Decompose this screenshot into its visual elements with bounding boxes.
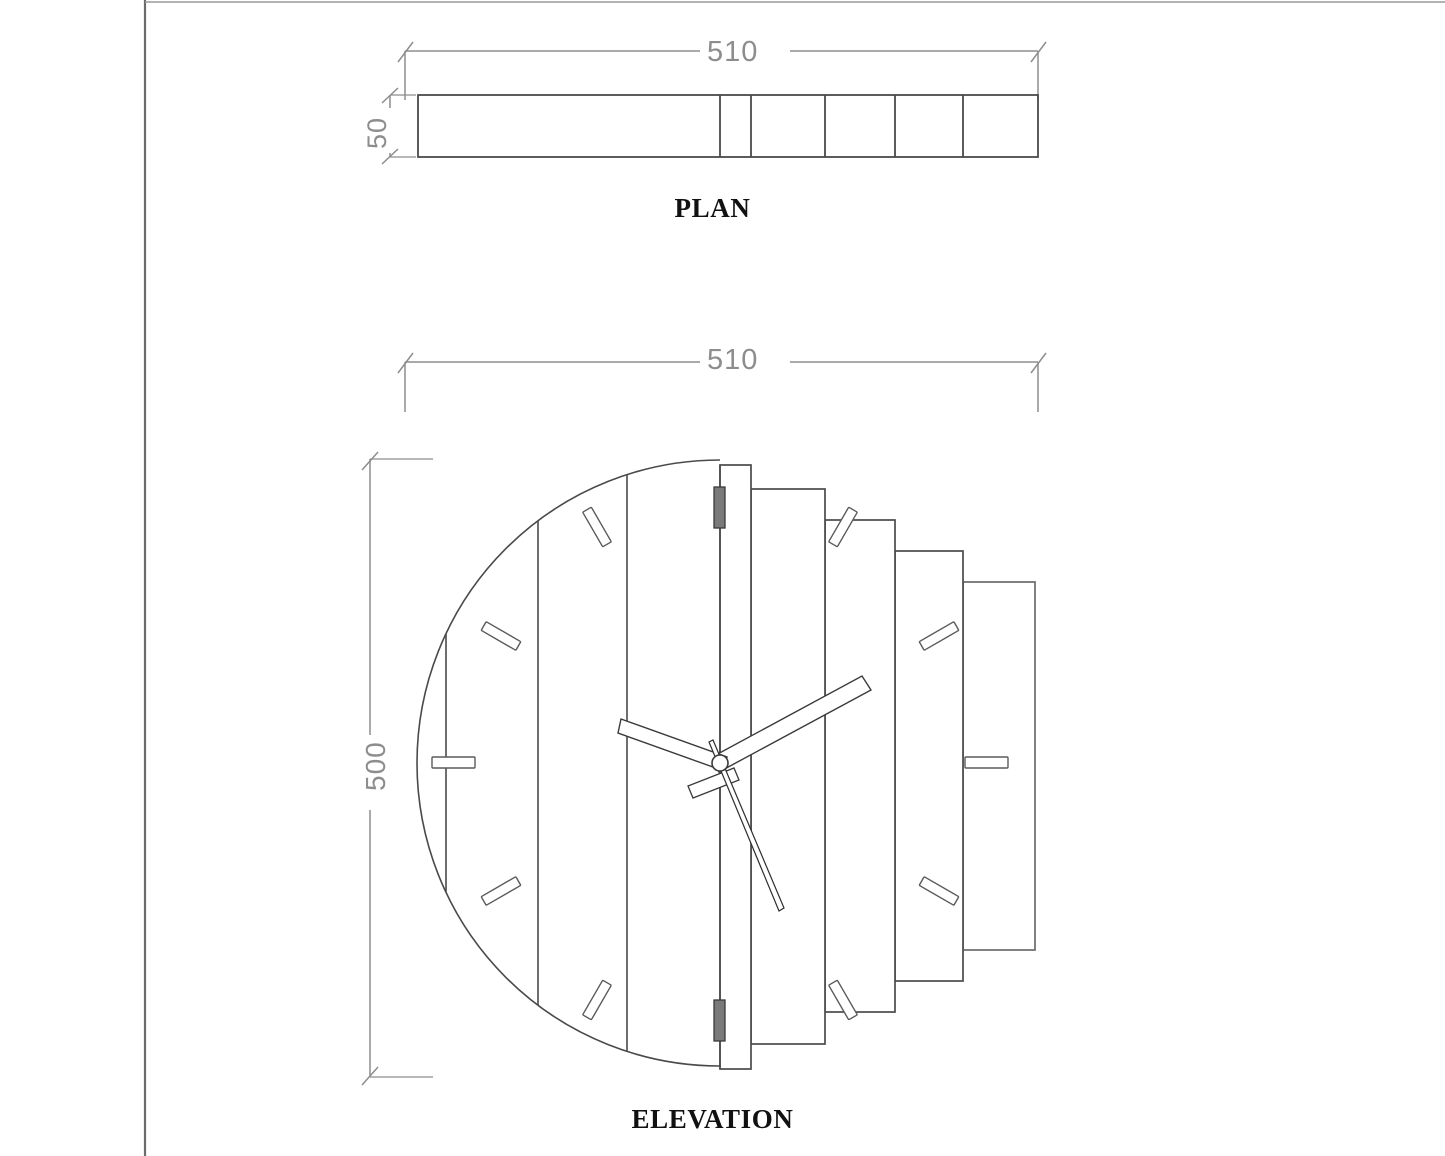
hour-marker-9 (431, 756, 476, 769)
plan-depth-dimension (381, 87, 416, 165)
plan-width-dimension (397, 41, 1047, 100)
plan-view-caption: PLAN (674, 193, 751, 223)
step-panel-3 (824, 519, 896, 1013)
stepped-panel-stack (719, 464, 1036, 1070)
second-hand (708, 739, 785, 912)
plan-panel-dividers (719, 95, 964, 157)
hour-marker-11 (582, 506, 612, 548)
hour-marker-2 (918, 621, 960, 651)
elevation-view (361, 352, 1047, 1086)
hour-marker-12 (713, 486, 726, 529)
sheet-border (143, 0, 1445, 1156)
hour-marker-7 (582, 979, 612, 1021)
hour-marker-8 (480, 876, 522, 906)
plan-width-dimension-label: 510 (700, 36, 766, 69)
elevation-width-dimension-label: 510 (700, 344, 766, 377)
hour-marker-3 (964, 756, 1009, 769)
hour-marker-10 (480, 621, 522, 651)
hour-marker-6 (713, 999, 726, 1042)
step-panel-4 (894, 550, 964, 982)
hour-marker-1 (828, 506, 858, 548)
clock-center-hub (711, 754, 729, 772)
elevation-width-dimension (397, 352, 1047, 412)
elevation-view-caption: ELEVATION (631, 1104, 794, 1134)
plan-view (381, 41, 1047, 165)
step-panel-2 (750, 488, 826, 1045)
plan-body-outline (417, 94, 1039, 158)
hour-marker-4 (918, 876, 960, 906)
hour-marker-5 (828, 979, 858, 1021)
elevation-height-dimension-label: 500 (360, 737, 392, 795)
plan-depth-dimension-label: 50 (362, 112, 393, 153)
elevation-height-dimension (361, 451, 433, 1086)
